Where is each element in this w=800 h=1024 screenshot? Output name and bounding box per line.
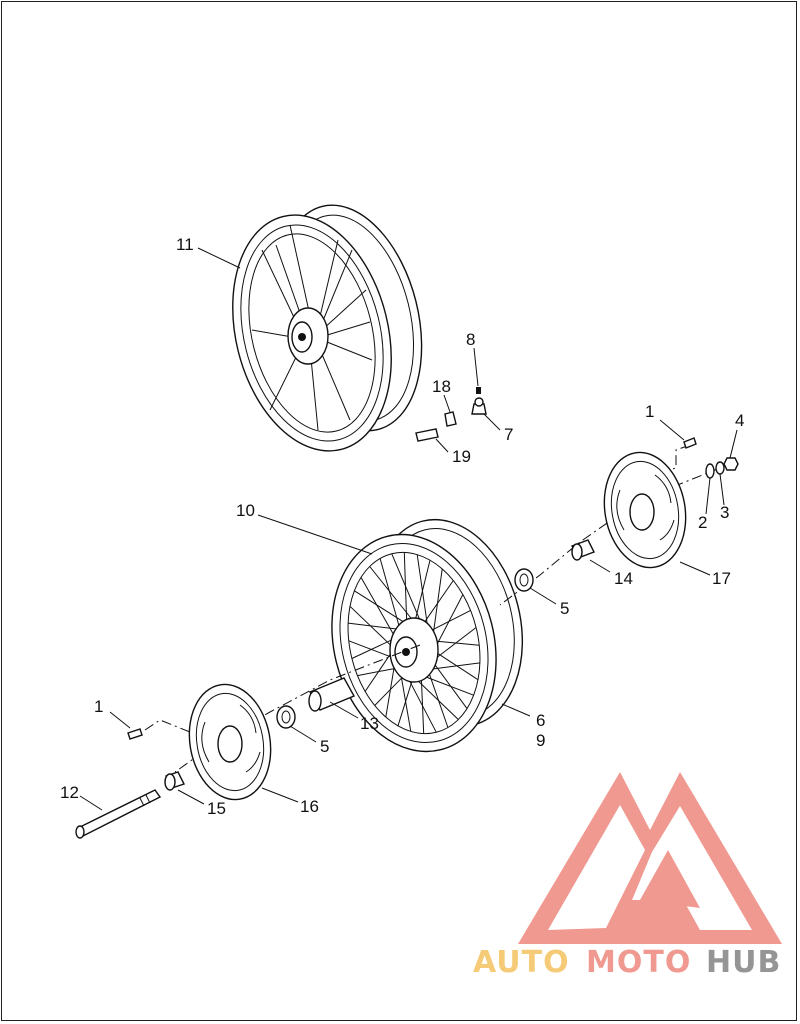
callout-1-upper: 1	[645, 402, 654, 421]
spoke	[426, 666, 449, 728]
spoke	[369, 566, 419, 627]
axle-12	[75, 789, 162, 839]
callout-14: 14	[614, 569, 633, 588]
callout-11: 11	[176, 235, 194, 254]
spoke	[431, 649, 479, 681]
watermark-logo	[518, 772, 782, 944]
bolt-lower	[127, 728, 143, 740]
spoke	[430, 658, 468, 709]
spoke	[348, 640, 398, 660]
spoke	[354, 590, 411, 627]
washer-2	[705, 463, 715, 479]
callout-5-upper: 5	[560, 599, 569, 618]
spoke	[379, 558, 402, 634]
watermark-hub: HUB	[706, 945, 781, 980]
lockwasher-3	[715, 461, 725, 475]
spoked-wheel	[331, 518, 524, 753]
spoke	[420, 580, 454, 628]
callout-labels: 11 8 18 7 19 1 4 2 3 10 14 17 5 6 9 13 5…	[60, 235, 744, 818]
callout-17: 17	[712, 569, 731, 588]
bearing-5-lower	[276, 705, 296, 729]
spacer-14	[571, 539, 595, 561]
watermark: AUTO MOTO HUB	[473, 772, 782, 980]
bolt-upper	[683, 437, 697, 449]
callout-12: 12	[60, 783, 79, 802]
spoke	[391, 553, 425, 631]
callout-4: 4	[735, 411, 744, 430]
watermark-auto: AUTO	[473, 945, 570, 980]
callout-1-lower: 1	[94, 697, 103, 716]
spoke	[403, 552, 408, 628]
leader-lines	[79, 247, 738, 811]
brake-disc-rear	[603, 451, 687, 569]
brake-disc-front	[188, 683, 272, 801]
spoke	[420, 672, 425, 734]
callout-5-lower: 5	[320, 737, 329, 756]
callout-13: 13	[360, 714, 379, 733]
callout-2: 2	[698, 513, 707, 532]
callout-16: 16	[300, 797, 319, 816]
spoke	[360, 577, 398, 642]
wheel-weight-19	[415, 428, 439, 442]
nut-4	[723, 457, 739, 471]
spoke	[348, 622, 405, 631]
valve-stem	[471, 387, 487, 415]
callout-9: 9	[536, 731, 545, 750]
callout-19: 19	[452, 447, 471, 466]
callout-15: 15	[207, 799, 226, 818]
spoke	[397, 673, 415, 726]
watermark-moto: MOTO	[586, 945, 691, 980]
callout-3: 3	[720, 503, 729, 522]
wheel-spokes	[348, 552, 480, 734]
callout-7: 7	[504, 425, 513, 444]
callout-6: 6	[536, 711, 545, 730]
bearing-5-upper	[514, 568, 534, 592]
cast-wheel	[232, 204, 423, 452]
spacer-sleeve-13	[308, 677, 355, 712]
spacer-15	[164, 771, 185, 791]
spoke	[349, 605, 397, 651]
spoke	[426, 609, 471, 634]
callout-8: 8	[466, 330, 475, 349]
wheel-weight-18	[444, 411, 457, 427]
callout-18: 18	[432, 377, 451, 396]
spoke	[413, 560, 431, 627]
callout-10: 10	[236, 501, 255, 520]
